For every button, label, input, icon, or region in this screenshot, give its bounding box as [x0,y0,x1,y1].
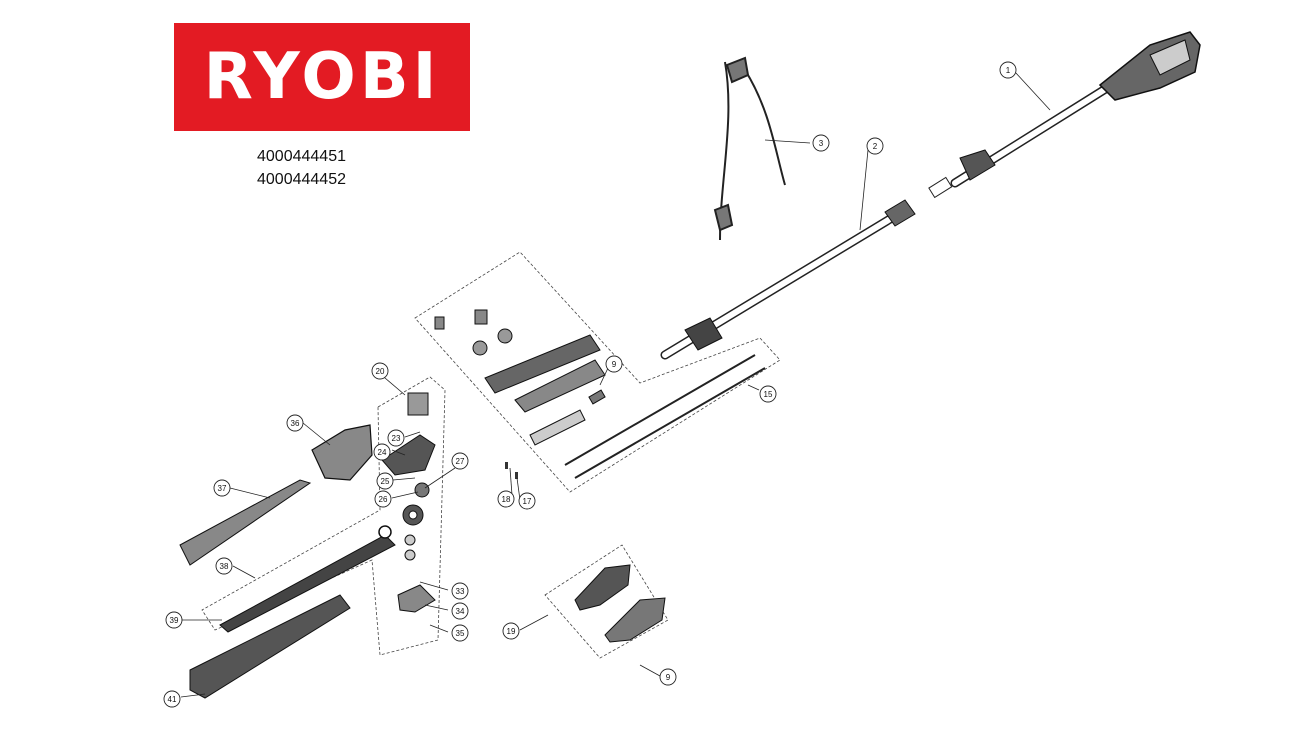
callout-3: 3 [819,139,824,148]
callout-23: 23 [392,434,401,443]
callout-19: 19 [507,627,516,636]
part-36-front-guard [311,424,373,481]
leader-lines [180,71,1051,698]
callout-25: 25 [381,477,390,486]
part-3-shoulder-strap [713,56,786,241]
callout-15: 15 [764,390,773,399]
handle-kit-outline [414,251,781,493]
part-2-extension-pole [660,199,916,360]
callout-18: 18 [502,495,511,504]
ryobi-logo: RYOBI [174,23,470,131]
guard-kit-outline [544,544,669,659]
gearbox-parts [381,392,436,613]
callout-9-lower: 9 [666,673,671,682]
callout-20: 20 [376,367,385,376]
callout-35: 35 [456,629,465,638]
gearbox-kit-outline [201,376,446,656]
callout-39: 39 [170,616,179,625]
part-41-blade-sheath [189,594,351,699]
callout-labels: 1 2 3 9 15 17 18 19 20 23 24 25 26 27 33… [168,66,1011,704]
callout-1: 1 [1006,66,1011,75]
part-15-rods [564,354,766,479]
callout-38: 38 [220,562,229,571]
handle-kit-parts [434,309,606,446]
parts-17-18-pins [505,462,518,479]
group-outlines [201,251,781,659]
callout-24: 24 [378,448,387,457]
callout-37: 37 [218,484,227,493]
part-39-blade [219,525,396,633]
callout-33: 33 [456,587,465,596]
callout-41: 41 [168,695,177,704]
callout-17: 17 [523,497,532,506]
callout-circles [163,61,1017,708]
callout-2: 2 [873,142,878,151]
callout-26: 26 [379,495,388,504]
logo-wordmark: RYOBI [203,40,441,114]
part-37-blade-cover [179,479,312,566]
callout-9-upper: 9 [612,360,617,369]
model-number-1: 4000444451 [257,148,346,165]
part-1-upper-shaft [928,31,1201,199]
callout-36: 36 [291,419,300,428]
part-19-guard-housings [574,564,666,643]
callout-34: 34 [456,607,465,616]
model-number-2: 4000444452 [257,171,346,188]
callout-27: 27 [456,457,465,466]
